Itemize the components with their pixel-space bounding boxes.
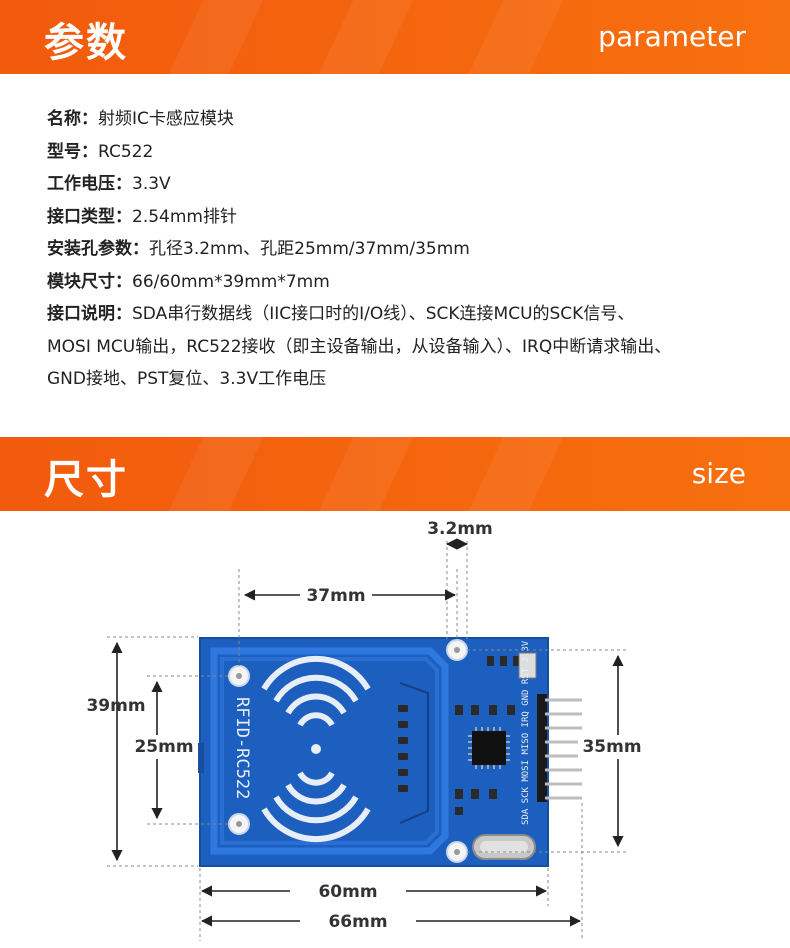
param-row-interface: 接口类型：2.54mm排针 [47,201,767,234]
param-row-model: 型号：RC522 [47,136,767,169]
param-key: 名称： [47,109,98,129]
dim-hole-vertical: 25mm [134,737,193,757]
param-key: 接口类型： [47,206,132,227]
param-value: 射频IC卡感应模块 [98,109,234,129]
antenna-coil [210,647,449,855]
extension-lines [107,541,628,941]
board-label: RFID-RC522 [232,697,252,799]
label-bg [300,583,372,607]
param-value: RC522 [98,141,154,162]
pin-labels: SDA SCK MOSI MISO IRQ GND RST 3.3V [521,640,531,825]
section-subtitle-parameter: parameter [598,20,746,53]
section-title-size: 尺寸 [44,457,128,503]
banner-decor [447,0,573,74]
rc522-chip [468,727,510,769]
size-banner: 尺寸 size [0,437,790,511]
dim-pcb-width: 60mm [318,882,377,902]
antenna-coil-inner [220,657,439,845]
param-value: 66/60mm*39mm*7mm [132,271,330,292]
param-row-mount: 安装孔参数：孔径3.2mm、孔距25mm/37mm/35mm [47,233,767,266]
param-row-size: 模块尺寸：66/60mm*39mm*7mm [47,266,767,299]
rf-wave-icon [261,655,371,843]
param-key: 安装孔参数： [47,239,149,259]
param-key: 型号： [47,141,98,162]
banner-decor [147,437,273,511]
header-pins [545,698,582,800]
param-row-pins: 接口说明：SDA串行数据线（IIC接口时的I/O线）、SCK连接MCU的SCK信… [47,298,767,331]
mounting-hole-bottom-right [446,841,468,863]
parameter-banner: 参数 parameter [0,0,790,74]
banner-decor [297,437,423,511]
pin-header [537,694,547,802]
dimension-diagram: RFID-RC522 SDA SCK MOSI MISO IRQ [86,519,646,941]
param-row-name: 名称：射频IC卡感应模块 [47,103,767,136]
param-value: 孔径3.2mm、孔距25mm/37mm/35mm [149,239,470,259]
param-value: 2.54mm排针 [132,206,237,227]
label-bg [300,909,416,933]
label-bg [130,735,198,759]
crystal-oscillator [472,834,536,860]
pcb-notch [198,743,204,773]
param-row-voltage: 工作电压：3.3V [47,168,767,201]
section-subtitle-size: size [691,457,746,490]
param-key: 工作电压： [47,174,132,194]
param-value: 3.3V [132,174,171,194]
banner-decor [447,437,573,511]
mounting-hole-top-right [446,639,468,661]
label-bg [578,735,646,759]
param-key: 接口说明： [47,304,132,324]
dim-hole-diameter: 3.2mm [427,519,493,539]
dim-height: 39mm [86,696,145,716]
smd-components [398,656,520,815]
dim-hole-spacing: 37mm [306,586,365,606]
param-key: 模块尺寸： [47,271,132,292]
label-bg [290,879,406,903]
parameter-list: 名称：射频IC卡感应模块 型号：RC522 工作电压：3.3V 接口类型：2.5… [47,103,767,396]
param-pins-continued: MOSI MCU输出，RC522接收（即主设备输出，从设备输入）、IRQ中断请求… [47,336,672,357]
param-pins-continued: GND接地、PST复位、3.3V工作电压 [47,369,327,389]
mounting-hole-bottom-left [228,813,250,835]
dim-right-hole-vertical: 35mm [582,737,641,757]
mounting-hole-top-left [228,665,250,687]
rf-center-dot [311,744,321,754]
banner-decor [147,0,273,74]
led [518,652,537,679]
antenna-trace [399,682,429,824]
dim-total-width: 66mm [328,912,387,932]
section-title-parameter: 参数 [44,20,128,66]
param-value: SDA串行数据线（IIC接口时的I/O线）、SCK连接MCU的SCK信号、 [132,304,635,324]
banner-decor [297,0,423,74]
